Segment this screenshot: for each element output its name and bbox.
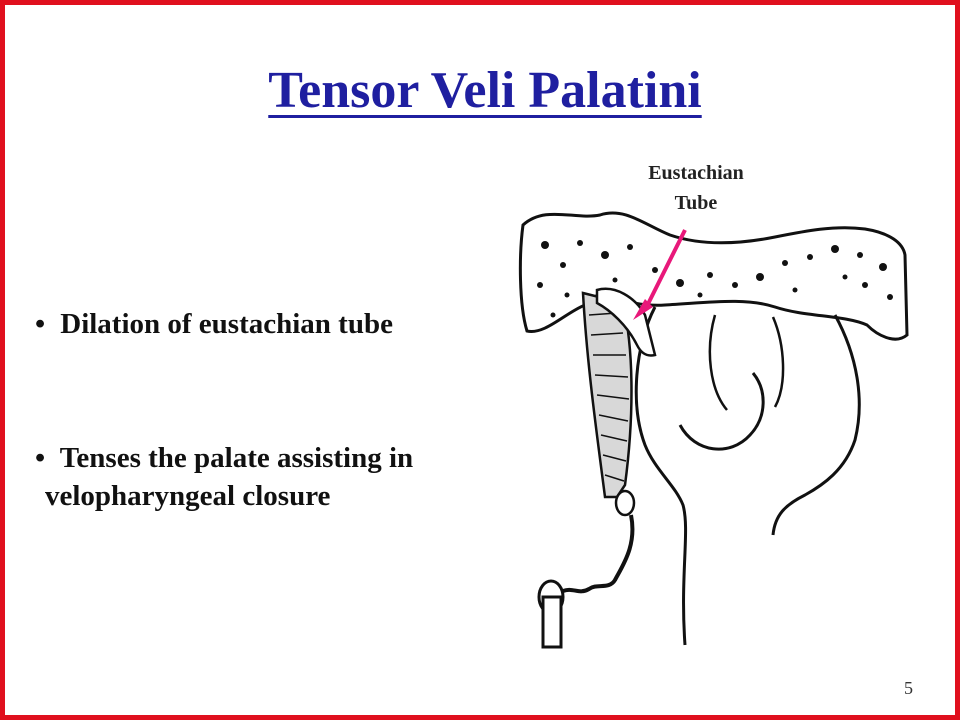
pharynx-outline (771, 314, 861, 536)
muscle-hatching (588, 312, 630, 482)
bullet-text-continuation: velopharyngeal closure (45, 480, 331, 512)
nerve (562, 514, 635, 594)
callout-line: Eustachian (648, 162, 744, 184)
bullet-marker: • (35, 308, 46, 340)
bone-speckles (537, 240, 893, 318)
soft-palate (771, 316, 785, 408)
slide-title: Tensor Veli Palatini (268, 62, 702, 119)
pointer-arrowhead (633, 299, 653, 320)
pointer-arrow (643, 229, 687, 311)
bullet-text: Tenses the palate assisting in (59, 442, 414, 474)
bullet-item: • Tenses the palate assisting in velopha… (35, 439, 555, 515)
soft-palate (678, 372, 765, 451)
eustachian-tube-label: Eustachian Tube (611, 158, 781, 218)
page-number: 5 (904, 678, 913, 698)
bullet-item: • Dilation of eustachian tube (35, 305, 555, 343)
soft-palate (708, 314, 728, 411)
anatomy-illustration (518, 211, 909, 649)
callout-line: Tube (674, 192, 718, 214)
pharynx-outline (634, 306, 688, 646)
bullet-marker: • (35, 442, 46, 474)
bullet-text: Dilation of eustachian tube (60, 308, 393, 340)
cranial-base-bone (518, 211, 909, 341)
nerve-end (541, 595, 563, 649)
hamulus (614, 489, 636, 517)
eustachian-tube (595, 287, 657, 357)
